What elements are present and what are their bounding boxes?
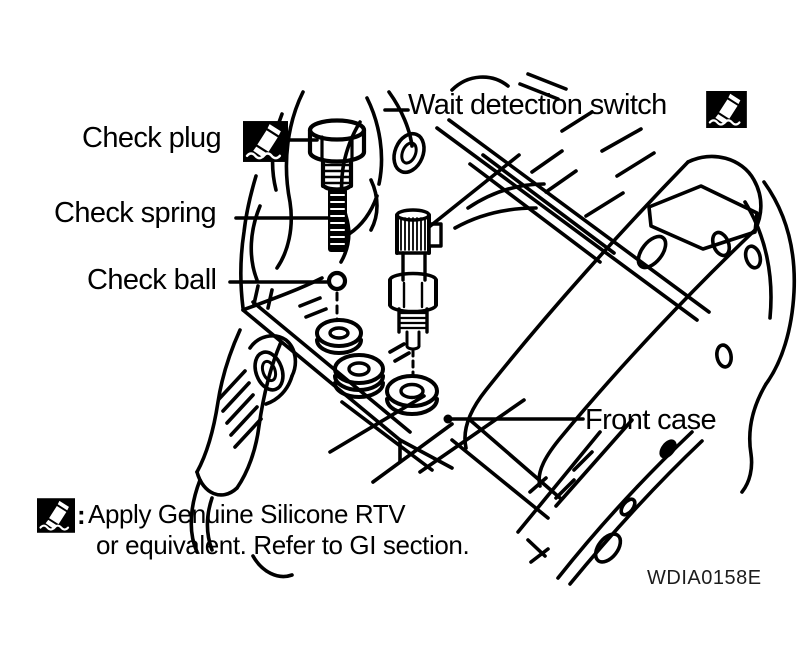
figure-code: WDIA0158E — [647, 567, 762, 589]
sealant-icon — [243, 121, 288, 162]
note-separator: : — [77, 500, 86, 530]
sealant-icon — [706, 91, 747, 128]
note-line-2: or equivalent. Refer to GI section. — [96, 530, 470, 560]
label-wait-detection-switch: Wait detection switch — [408, 89, 667, 121]
front-case-leader-dot — [443, 414, 453, 424]
case-outline-art — [189, 72, 797, 586]
label-check-plug: Check plug — [82, 122, 222, 154]
check-ball-part — [315, 270, 363, 355]
label-check-spring: Check spring — [54, 197, 217, 229]
sealant-icon — [37, 497, 75, 534]
note-line-1: Apply Genuine Silicone RTV — [88, 499, 406, 529]
check-spring-part — [328, 188, 347, 252]
leader-lines — [228, 138, 585, 424]
wait-switch-leader — [427, 153, 521, 229]
label-front-case: Front case — [585, 404, 717, 436]
wait-detection-switch-part — [385, 208, 443, 416]
label-check-ball: Check ball — [87, 264, 217, 296]
check-plug-part — [307, 118, 367, 192]
case-boss — [333, 353, 385, 399]
